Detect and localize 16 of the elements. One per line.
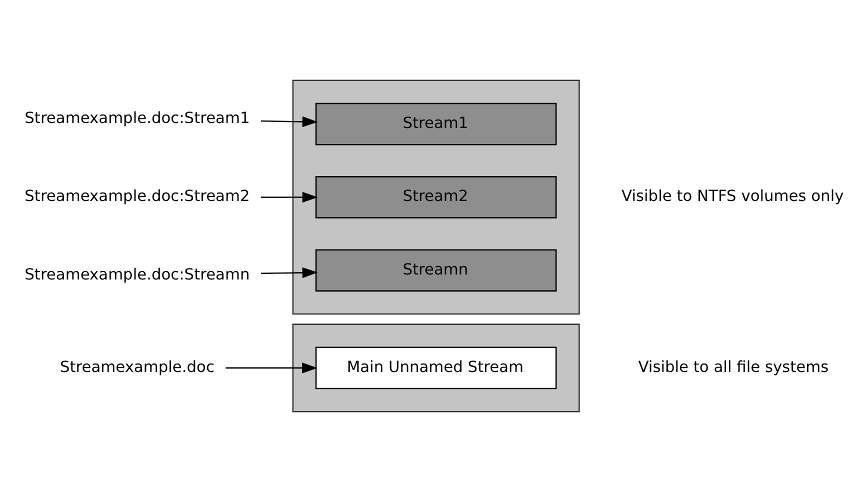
node-box: Main Unnamed Stream — [314, 346, 556, 389]
node-box: Stream2 — [314, 176, 556, 218]
label: Visible to all file systems — [638, 357, 828, 376]
node-box: Stream1 — [314, 102, 556, 145]
node-text: Streamexample.doc:Streamn — [24, 265, 250, 284]
label: Visible to NTFS volumes only — [621, 186, 844, 205]
node-text: Streamexample.doc — [59, 357, 214, 376]
arrow — [260, 266, 318, 278]
arrow — [260, 116, 318, 127]
arrow — [260, 191, 318, 202]
cluster — [292, 323, 580, 412]
arrow — [225, 362, 318, 373]
cluster — [292, 79, 580, 314]
node-text: Streamexample.doc:Stream1 — [24, 108, 250, 126]
node-text: Streamexample.doc:Stream2 — [24, 186, 250, 205]
node-box: Streamn — [314, 248, 556, 292]
